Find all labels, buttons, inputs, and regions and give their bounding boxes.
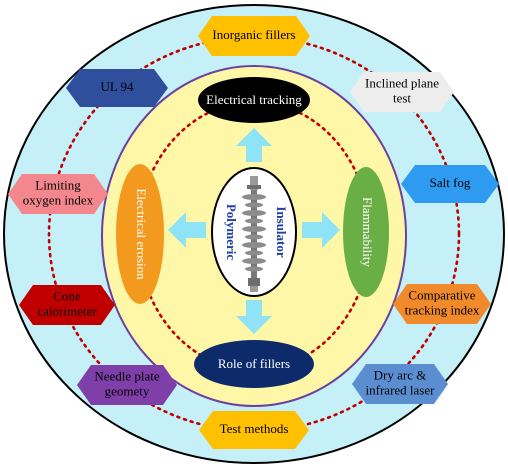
node-comparative-tracking-index-shape (393, 284, 491, 324)
arrow-right (302, 212, 340, 248)
node-test-methods: Test methods (199, 411, 309, 449)
node-cone-calorimeter-label: calorimeter (37, 303, 97, 318)
node-dry-arc-infrared-laser: Dry arc &infrared laser (352, 364, 448, 404)
node-inorganic-fillers-shape (198, 16, 310, 56)
node-cone-calorimeter-shape (19, 285, 115, 325)
node-inorganic-fillers-label: Inorganic fillers (212, 27, 295, 42)
node-electrical-tracking: Electrical tracking (198, 77, 310, 123)
node-flammability: Flammability (343, 167, 389, 297)
center-title-right: Insulator (274, 206, 289, 258)
node-inclined-plane-test-label: test (393, 90, 411, 105)
node-inclined-plane-test-shape (350, 72, 454, 112)
node-ul-94-shape (66, 69, 168, 107)
node-comparative-tracking-index-label: Comparative (408, 287, 475, 302)
node-inorganic-fillers: Inorganic fillers (198, 16, 310, 56)
node-inclined-plane-test-label: Inclined plane (365, 75, 439, 90)
node-dry-arc-infrared-laser-label: Dry arc & (374, 367, 427, 382)
node-salt-fog-shape (401, 165, 499, 203)
node-test-methods-label: Test methods (220, 421, 289, 436)
center-title-left: Polymeric (224, 204, 239, 261)
node-electrical-erosion: Electrical erosion (116, 164, 164, 304)
node-dry-arc-infrared-laser-shape (352, 364, 448, 404)
node-limiting-oxygen-index-label: Limiting (35, 177, 81, 192)
node-ul-94: UL 94 (66, 69, 168, 107)
node-role-of-fillers: Role of fillers (194, 340, 314, 388)
node-needle-plate-geometry-shape (77, 365, 177, 405)
node-flammability-label: Flammability (360, 197, 375, 268)
node-needle-plate-geometry-label: geomety (105, 383, 150, 398)
node-salt-fog-label: Salt fog (430, 175, 471, 190)
arrow-left (168, 212, 206, 248)
node-limiting-oxygen-index-label: oxygen index (23, 192, 94, 207)
node-ul-94-label: UL 94 (100, 79, 134, 94)
arrow-up (236, 128, 272, 162)
node-role-of-fillers-label: Role of fillers (218, 356, 290, 371)
node-dry-arc-infrared-laser-label: infrared laser (366, 382, 436, 397)
node-cone-calorimeter-label: Cone (53, 288, 81, 303)
node-needle-plate-geometry-label: Needle plate (94, 368, 160, 383)
node-limiting-oxygen-index-shape (8, 174, 108, 214)
arrow-down (236, 300, 272, 334)
insulator-image (242, 176, 266, 292)
node-electrical-erosion-label: Electrical erosion (134, 188, 149, 280)
node-test-methods-shape (199, 411, 309, 449)
node-salt-fog: Salt fog (401, 165, 499, 203)
node-electrical-tracking-label: Electrical tracking (206, 92, 302, 107)
node-comparative-tracking-index-label: tracking index (405, 302, 480, 317)
